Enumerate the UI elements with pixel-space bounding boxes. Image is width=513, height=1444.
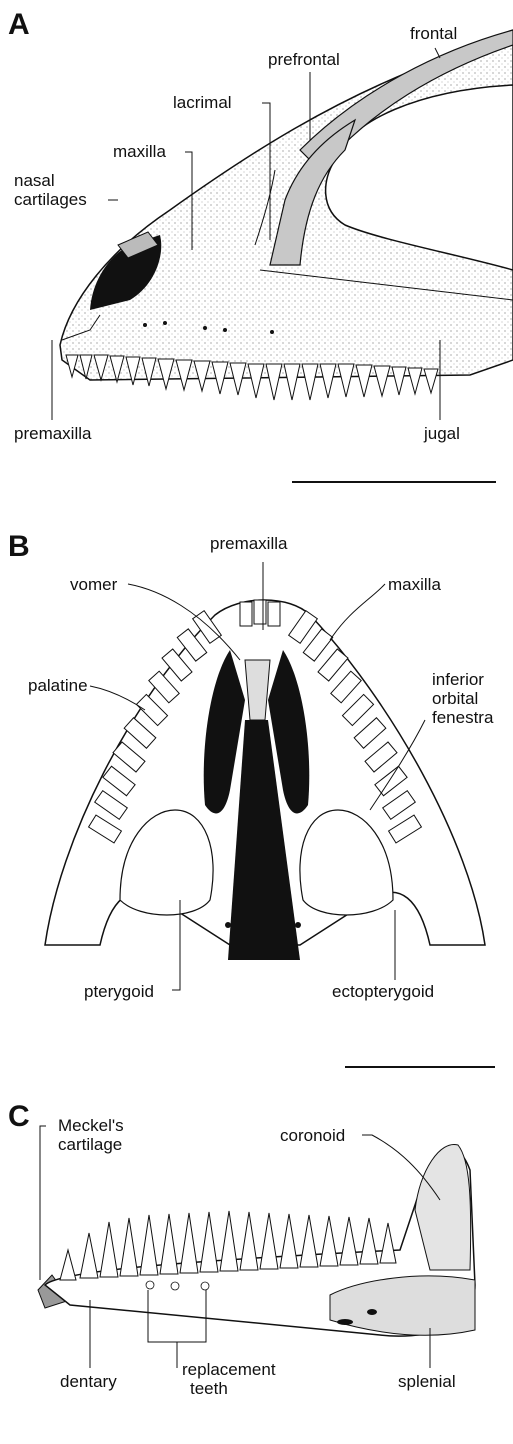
label-coronoid: coronoid xyxy=(280,1126,345,1145)
label-premaxilla-b: premaxilla xyxy=(210,534,287,553)
label-inferior: inferior xyxy=(432,670,484,689)
scale-bar-a xyxy=(292,481,496,483)
label-jugal: jugal xyxy=(424,424,460,443)
panel-c-mandible: C Meckel's cartilage coronoid dentary re… xyxy=(0,1090,513,1444)
label-prefrontal: prefrontal xyxy=(268,50,340,69)
panel-b-ventral-palate: B premaxilla vomer maxilla palatine infe… xyxy=(0,520,513,1080)
label-premaxilla-a: premaxilla xyxy=(14,424,91,443)
label-teeth: teeth xyxy=(190,1379,228,1398)
panel-a-lateral-skull: A frontal prefrontal lacrimal maxilla na… xyxy=(0,0,513,500)
label-replacement: replacement xyxy=(182,1360,276,1379)
panel-letter-c: C xyxy=(8,1100,30,1134)
label-nasal: nasal xyxy=(14,171,55,190)
label-lacrimal: lacrimal xyxy=(173,93,232,112)
label-cartilage: cartilage xyxy=(58,1135,122,1154)
scale-bar-b xyxy=(345,1066,495,1068)
panel-letter-a: A xyxy=(8,8,30,42)
label-fenestra: fenestra xyxy=(432,708,493,727)
label-frontal: frontal xyxy=(410,24,457,43)
label-palatine: palatine xyxy=(28,676,88,695)
palate-ventral-drawing xyxy=(0,520,513,1080)
label-pterygoid: pterygoid xyxy=(84,982,154,1001)
label-ectopterygoid: ectopterygoid xyxy=(332,982,434,1001)
label-maxilla-a: maxilla xyxy=(113,142,166,161)
label-vomer: vomer xyxy=(70,575,117,594)
label-maxilla-b: maxilla xyxy=(388,575,441,594)
label-cartilages: cartilages xyxy=(14,190,87,209)
label-dentary: dentary xyxy=(60,1372,117,1391)
label-orbital: orbital xyxy=(432,689,478,708)
label-splenial: splenial xyxy=(398,1372,456,1391)
panel-letter-b: B xyxy=(8,530,30,564)
label-meckels: Meckel's xyxy=(58,1116,124,1135)
